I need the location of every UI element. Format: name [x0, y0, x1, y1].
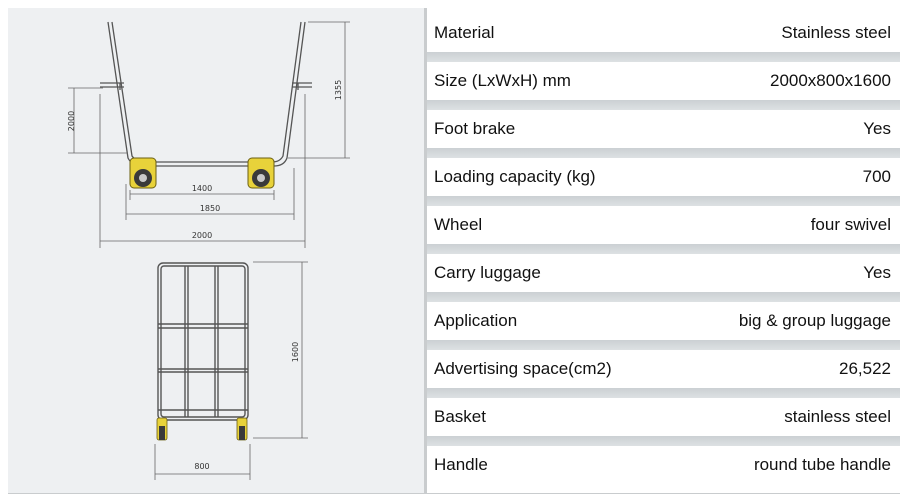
spec-row-carry-luggage: Carry luggage Yes [427, 254, 900, 292]
dim-800: 800 [194, 462, 209, 471]
spec-label: Carry luggage [434, 263, 541, 282]
front-view-frame [157, 262, 249, 421]
spec-value: big & group luggage [738, 311, 891, 330]
side-frame-outer [107, 21, 306, 167]
dim-1850: 1850 [200, 204, 220, 213]
technical-drawing: 2000 1355 1400 1850 2000 [8, 8, 424, 494]
spec-value: 26,522 [839, 359, 891, 378]
dim-height-right: 1355 [334, 80, 343, 100]
row-separator [427, 436, 900, 446]
spec-row-basket: Basket stainless steel [427, 398, 900, 436]
side-wheel-left [129, 157, 157, 189]
spec-value: Stainless steel [781, 23, 891, 42]
spec-label: Loading capacity (kg) [434, 167, 596, 186]
spec-value: round tube handle [753, 455, 891, 474]
spec-label: Basket [434, 407, 486, 426]
row-separator [427, 244, 900, 254]
spec-value: four swivel [810, 215, 891, 234]
spec-label: Foot brake [434, 119, 516, 138]
spec-label: Material [434, 23, 495, 42]
row-separator [427, 52, 900, 62]
spec-value: 700 [862, 167, 891, 186]
bottom-border [8, 493, 900, 494]
side-wheel-right [247, 157, 275, 189]
spec-row-loading-capacity: Loading capacity (kg) 700 [427, 158, 900, 196]
spec-row-advertising-space: Advertising space(cm2) 26,522 [427, 350, 900, 388]
spec-table: Material Stainless steel Size (LxWxH) mm… [427, 8, 900, 494]
front-wheel-right [236, 417, 248, 441]
spec-row-size: Size (LxWxH) mm 2000x800x1600 [427, 62, 900, 100]
front-wheel-left [156, 417, 168, 441]
spec-value: Yes [863, 119, 891, 138]
column-divider [424, 8, 427, 494]
spec-row-wheel: Wheel four swivel [427, 206, 900, 244]
spec-label: Size (LxWxH) mm [434, 71, 571, 90]
spec-value: 2000x800x1600 [769, 71, 891, 90]
spec-row-application: Application big & group luggage [427, 302, 900, 340]
spec-label: Application [434, 311, 518, 330]
spec-row-handle: Handle round tube handle [427, 446, 900, 484]
spec-value: Yes [863, 263, 891, 282]
spec-label: Advertising space(cm2) [434, 359, 612, 378]
spec-row-foot-brake: Foot brake Yes [427, 110, 900, 148]
dim-1400: 1400 [192, 184, 212, 193]
spec-label: Handle [434, 455, 488, 474]
trolley-drawing-svg: 2000 1355 1400 1850 2000 [67, 21, 350, 480]
row-separator [427, 340, 900, 350]
row-separator [427, 292, 900, 302]
row-separator [427, 100, 900, 110]
row-separator [427, 196, 900, 206]
spec-value: stainless steel [784, 407, 891, 426]
spec-label: Wheel [434, 215, 483, 234]
dim-2000: 2000 [192, 231, 212, 240]
dim-1600: 1600 [291, 342, 300, 362]
dim-height-left: 2000 [67, 111, 76, 131]
row-separator [427, 148, 900, 158]
side-frame-inner [111, 21, 302, 163]
row-separator [427, 388, 900, 398]
spec-row-material: Material Stainless steel [427, 14, 900, 52]
